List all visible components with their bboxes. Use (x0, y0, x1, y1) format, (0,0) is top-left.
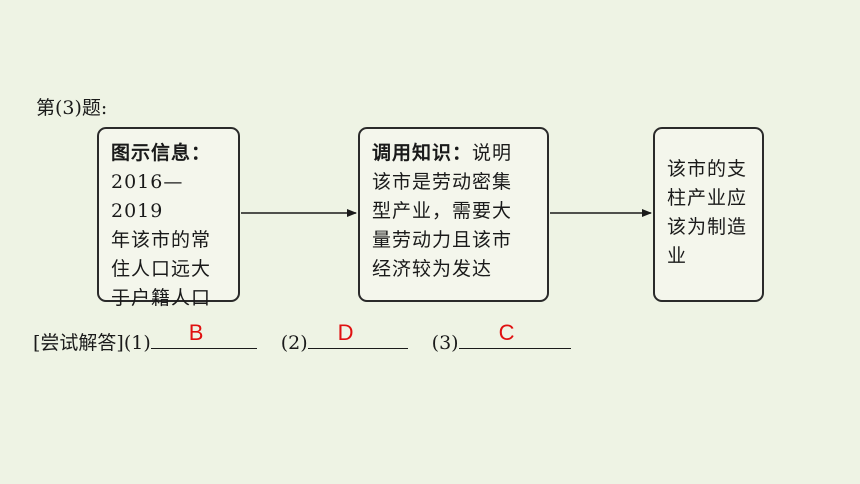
box-line: 该市的支 (667, 158, 748, 180)
box-line: 量劳动力且该市 (372, 229, 513, 251)
info-box-conclusion: 该市的支 柱产业应 该为制造 业 (653, 127, 764, 302)
box-line: 型产业，需要大 (372, 200, 513, 222)
box-line: 年该市的常 (111, 229, 212, 251)
info-box-knowledge: 调用知识：说明 该市是劳动密集 型产业，需要大 量劳动力且该市 经济较为发达 (358, 127, 549, 302)
answer-blank-2[interactable]: D (307, 320, 408, 349)
box-lead-tail: 说明 (472, 142, 513, 164)
box-lead: 调用知识： (372, 142, 473, 164)
answer-value-2: D (337, 320, 354, 345)
box-line: 该为制造 (667, 216, 748, 238)
answer-blank-1[interactable]: B (150, 320, 257, 349)
box-line: 该市是劳动密集 (372, 171, 513, 193)
box-line: 住人口远大 (111, 258, 212, 280)
box-line: 2016—2019 (111, 171, 184, 222)
answer-label-1: (1) (123, 332, 151, 354)
answer-label-2: (2) (280, 332, 308, 354)
box-line: 业 (667, 245, 688, 267)
answer-row: [尝试解答](1) B (2) D (3) C (33, 320, 571, 356)
answer-value-3: C (498, 320, 515, 345)
question-label: 第(3)题: (36, 97, 108, 119)
answer-blank-3[interactable]: C (458, 320, 571, 349)
info-box-given: 图示信息： 2016—2019 年该市的常 住人口远大 于户籍人口 (97, 127, 240, 309)
answer-prefix: [尝试解答] (33, 332, 124, 354)
answer-value-1: B (188, 320, 204, 345)
box-line: 于户籍人口 (111, 287, 212, 309)
answer-label-3: (3) (431, 332, 459, 354)
box-line: 经济较为发达 (372, 258, 493, 280)
box-line: 柱产业应 (667, 187, 748, 209)
box-lead: 图示信息： (111, 142, 212, 164)
